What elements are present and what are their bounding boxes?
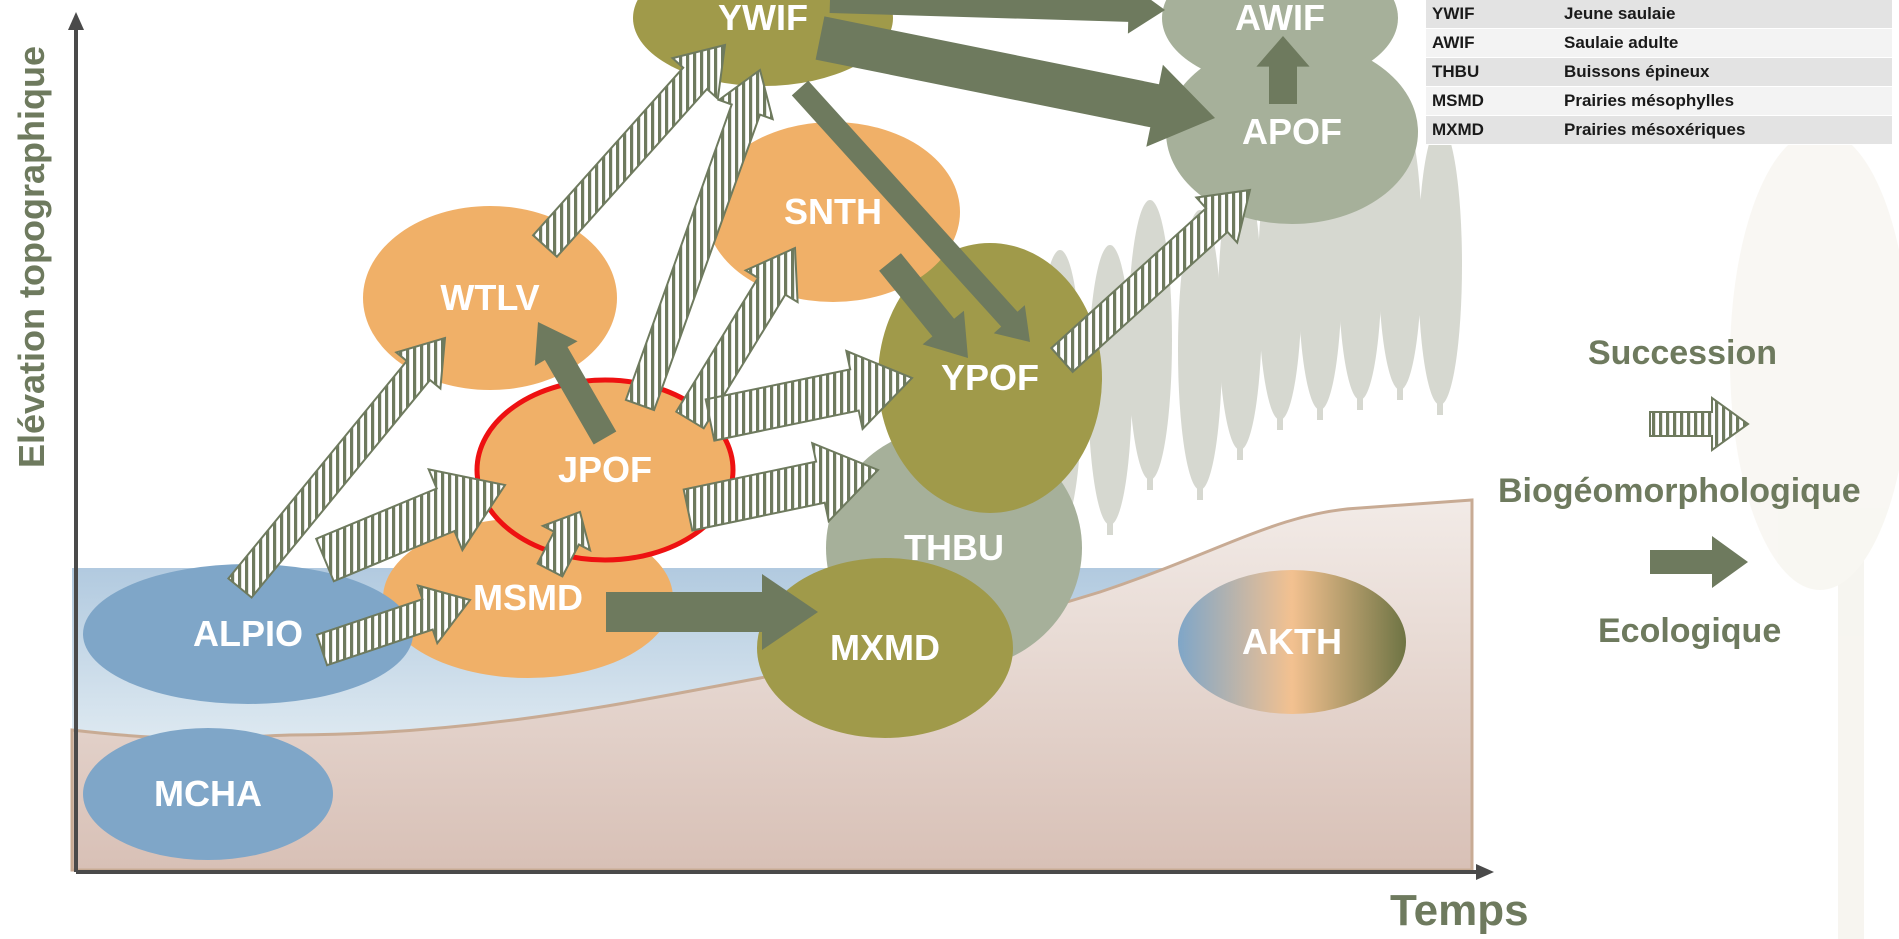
node-label-alpio: ALPIO: [193, 613, 303, 654]
succession-arrow-sample: [1649, 396, 1750, 452]
y-axis-label: Elévation topographique: [11, 46, 52, 469]
node-mxmd: [757, 558, 1013, 738]
node-label-awif: AWIF: [1235, 0, 1325, 38]
ecological-arrow-ywif-to-awif: [829, 0, 1165, 34]
succession-arrow-alpio-to-wtlv: [226, 336, 447, 599]
node-label-mcha: MCHA: [154, 773, 262, 814]
ecological-arrow-ywif-to-ypof: [791, 80, 1030, 342]
node-jpof: [474, 377, 736, 563]
node-alpio: [83, 564, 413, 704]
node-label-msmd: MSMD: [473, 577, 583, 618]
node-label-apof: APOF: [1242, 111, 1342, 152]
succession-arrow-jpof-to-ypof: [704, 349, 914, 442]
legend-code: MSMD: [1426, 86, 1558, 116]
node-label-ywif: YWIF: [718, 0, 808, 38]
ecological-arrow-jpof-to-wtlv: [534, 322, 617, 445]
y-axis-arrowhead: [68, 12, 84, 30]
legend-code: MXMD: [1426, 115, 1558, 145]
node-label-akth: AKTH: [1242, 621, 1342, 662]
x-axis-arrowhead: [1476, 864, 1494, 880]
node-label-wtlv: WTLV: [440, 277, 539, 318]
succession-arrow-jpof-to-ywif: [624, 68, 775, 412]
node-mcha: [83, 728, 333, 860]
ecological-arrow-msmd-to-mxmd: [606, 574, 818, 650]
succession-arrow-ypof-to-apof: [1049, 188, 1252, 374]
succession-arrow-msmd-to-jpof: [536, 510, 592, 578]
succession-arrow-jpof-to-thbu: [682, 441, 880, 532]
ecological-legend-label: Ecologique: [1598, 612, 1782, 650]
background-tree-icon: [1730, 130, 1899, 939]
arrows-layer: [226, 0, 1310, 667]
x-axis-label: Temps: [1390, 886, 1529, 935]
succession-arrow-alpio-to-jpof: [314, 468, 507, 583]
node-label-snth: SNTH: [784, 191, 882, 232]
legend-code: AWIF: [1426, 28, 1558, 58]
node-label-jpof: JPOF: [558, 449, 652, 490]
succession-arrow-jpof-to-snth: [674, 246, 799, 430]
node-apof: [1166, 40, 1418, 224]
ecological-arrow-snth-to-ypof: [879, 253, 968, 358]
biogeo-legend-label: Biogéomorphologique: [1498, 472, 1861, 510]
legend-name: Prairies mésophylles: [1558, 86, 1892, 116]
ecological-arrow-apof-to-awif: [1256, 36, 1310, 104]
succession-legend-label: Succession: [1588, 334, 1777, 372]
legend-code: YWIF: [1426, 0, 1558, 29]
node-label-mxmd: MXMD: [830, 627, 940, 668]
ecological-arrow-sample: [1650, 536, 1748, 588]
legend-name: Buissons épineux: [1558, 57, 1892, 87]
legend-name: Prairies mésoxériques: [1558, 115, 1892, 145]
node-label-thbu: THBU: [904, 527, 1004, 568]
succession-arrow-wtlv-to-ywif: [531, 43, 727, 259]
node-label-ypof: YPOF: [941, 357, 1039, 398]
ecological-arrow-ywif-to-apof: [815, 16, 1215, 147]
node-akth: [1178, 570, 1406, 714]
legend-name: Jeune saulaie: [1558, 0, 1892, 29]
node-labels-layer: THBU YPOF YWIF AWIF APOF SNTH WTLV MSMD JPOF ALPI…: [154, 0, 1342, 814]
legend-code: THBU: [1426, 57, 1558, 87]
axes: [68, 12, 1494, 880]
legend-name: Saulaie adulte: [1558, 28, 1892, 58]
arrow-legend: [1649, 396, 1750, 588]
succession-arrow-alpio-to-msmd: [315, 584, 472, 667]
